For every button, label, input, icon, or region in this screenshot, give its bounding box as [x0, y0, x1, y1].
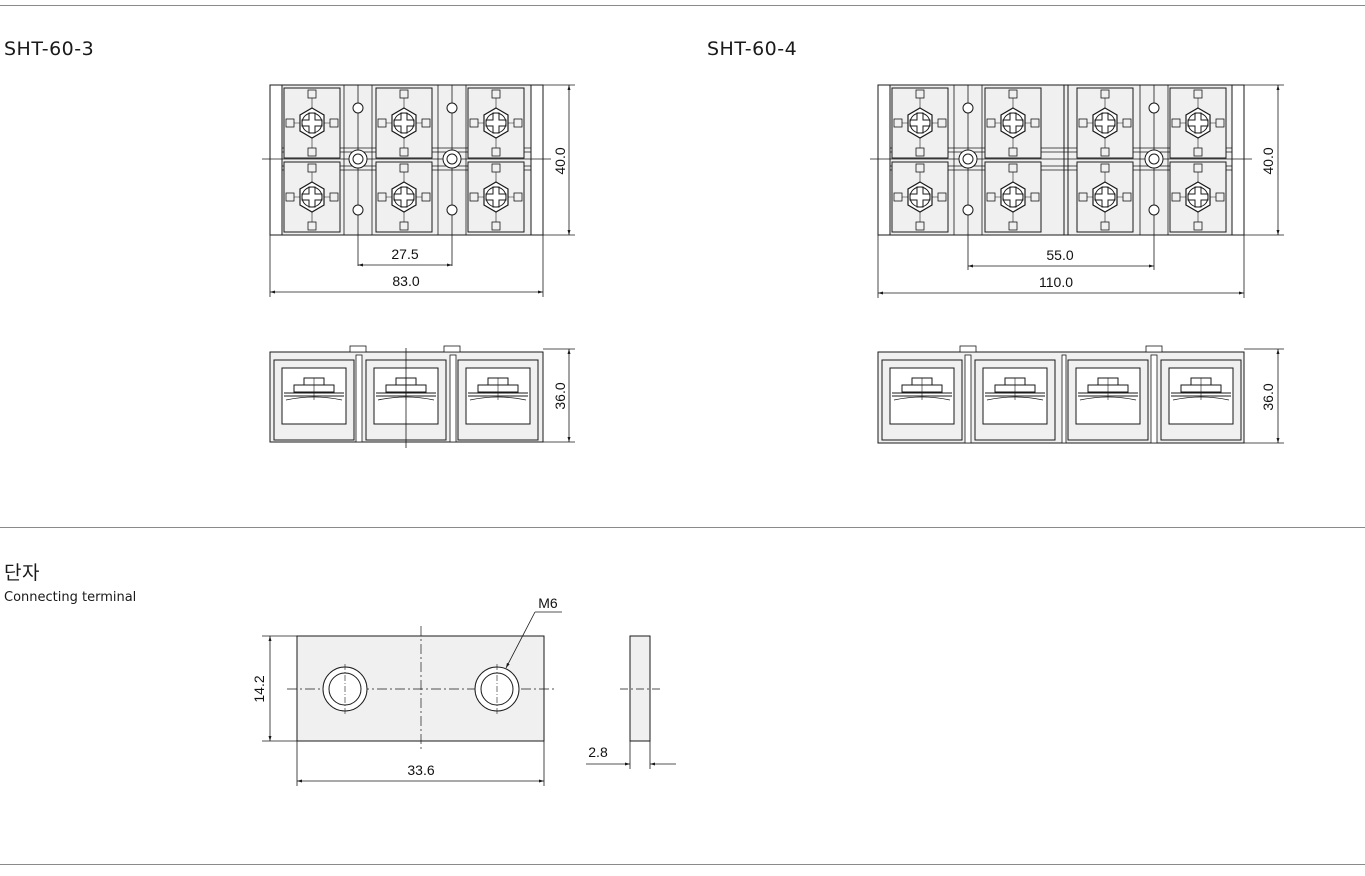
- top-rule: [0, 5, 1365, 6]
- sht-60-4-top-view: [870, 84, 1284, 298]
- dim-sht-60-3-width: 83.0: [392, 273, 419, 289]
- terminal-side-view: [586, 635, 676, 769]
- sht-60-3-top-view: [262, 84, 575, 297]
- sht-60-3-side-view: [269, 345, 575, 448]
- dim-terminal-thread: M6: [538, 595, 558, 611]
- dim-sht-60-3-height: 40.0: [552, 147, 568, 174]
- dim-sht-60-4-pitch: 55.0: [1046, 247, 1073, 263]
- sht-60-4-side-view: [877, 345, 1284, 444]
- dim-terminal-width: 33.6: [407, 762, 434, 778]
- dim-sht-60-4-height: 40.0: [1260, 147, 1276, 174]
- subtitle-terminal: Connecting terminal: [4, 590, 137, 605]
- dim-sht-60-4-width: 110.0: [1039, 274, 1073, 290]
- title-terminal: 단자: [4, 562, 40, 584]
- dim-sht-60-3-pitch: 27.5: [391, 246, 418, 262]
- dim-sht-60-3-depth: 36.0: [552, 382, 568, 409]
- title-sht-60-3: SHT-60-3: [4, 38, 95, 60]
- dim-sht-60-4-depth: 36.0: [1260, 383, 1276, 410]
- terminal-front-view: [262, 611, 562, 786]
- dim-terminal-height: 14.2: [251, 675, 267, 702]
- bottom-rule: [0, 864, 1365, 865]
- dim-terminal-thickness: 2.8: [588, 744, 608, 760]
- middle-rule: [0, 527, 1365, 528]
- title-sht-60-4: SHT-60-4: [707, 38, 798, 60]
